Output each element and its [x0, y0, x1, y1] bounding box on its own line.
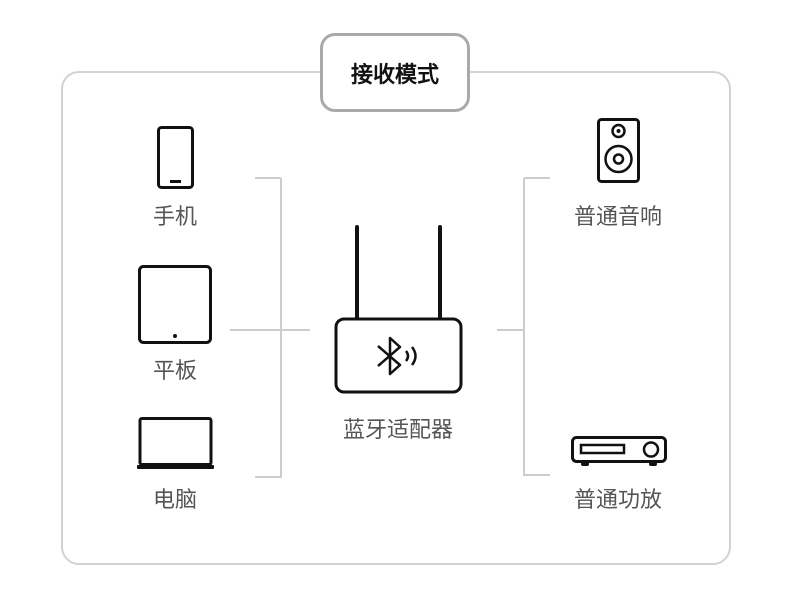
- output-label-speaker: 普通音响: [573, 205, 663, 230]
- left-connector: [230, 329, 310, 331]
- source-label-phone: 手机: [152, 205, 198, 230]
- left-bracket-vertical: [280, 178, 282, 478]
- amplifier-icon: [571, 436, 667, 466]
- right-bracket-top: [524, 177, 550, 179]
- center-label: 蓝牙适配器: [342, 418, 454, 443]
- bluetooth-adapter-icon: [334, 225, 463, 394]
- mode-title: 接收模式: [320, 33, 470, 112]
- bluetooth-icon: [377, 336, 417, 376]
- right-connector: [497, 329, 524, 331]
- source-label-laptop: 电脑: [152, 488, 198, 513]
- tablet-icon: [138, 265, 212, 344]
- laptop-icon: [137, 417, 214, 469]
- speaker-icon: [597, 118, 640, 183]
- phone-icon: [157, 126, 194, 189]
- output-label-amplifier: 普通功放: [573, 488, 663, 513]
- left-bracket-top: [255, 177, 281, 179]
- left-bracket-bottom: [255, 476, 281, 478]
- right-bracket-bottom: [524, 474, 550, 476]
- source-label-tablet: 平板: [152, 359, 198, 384]
- right-bracket-vertical: [523, 178, 525, 476]
